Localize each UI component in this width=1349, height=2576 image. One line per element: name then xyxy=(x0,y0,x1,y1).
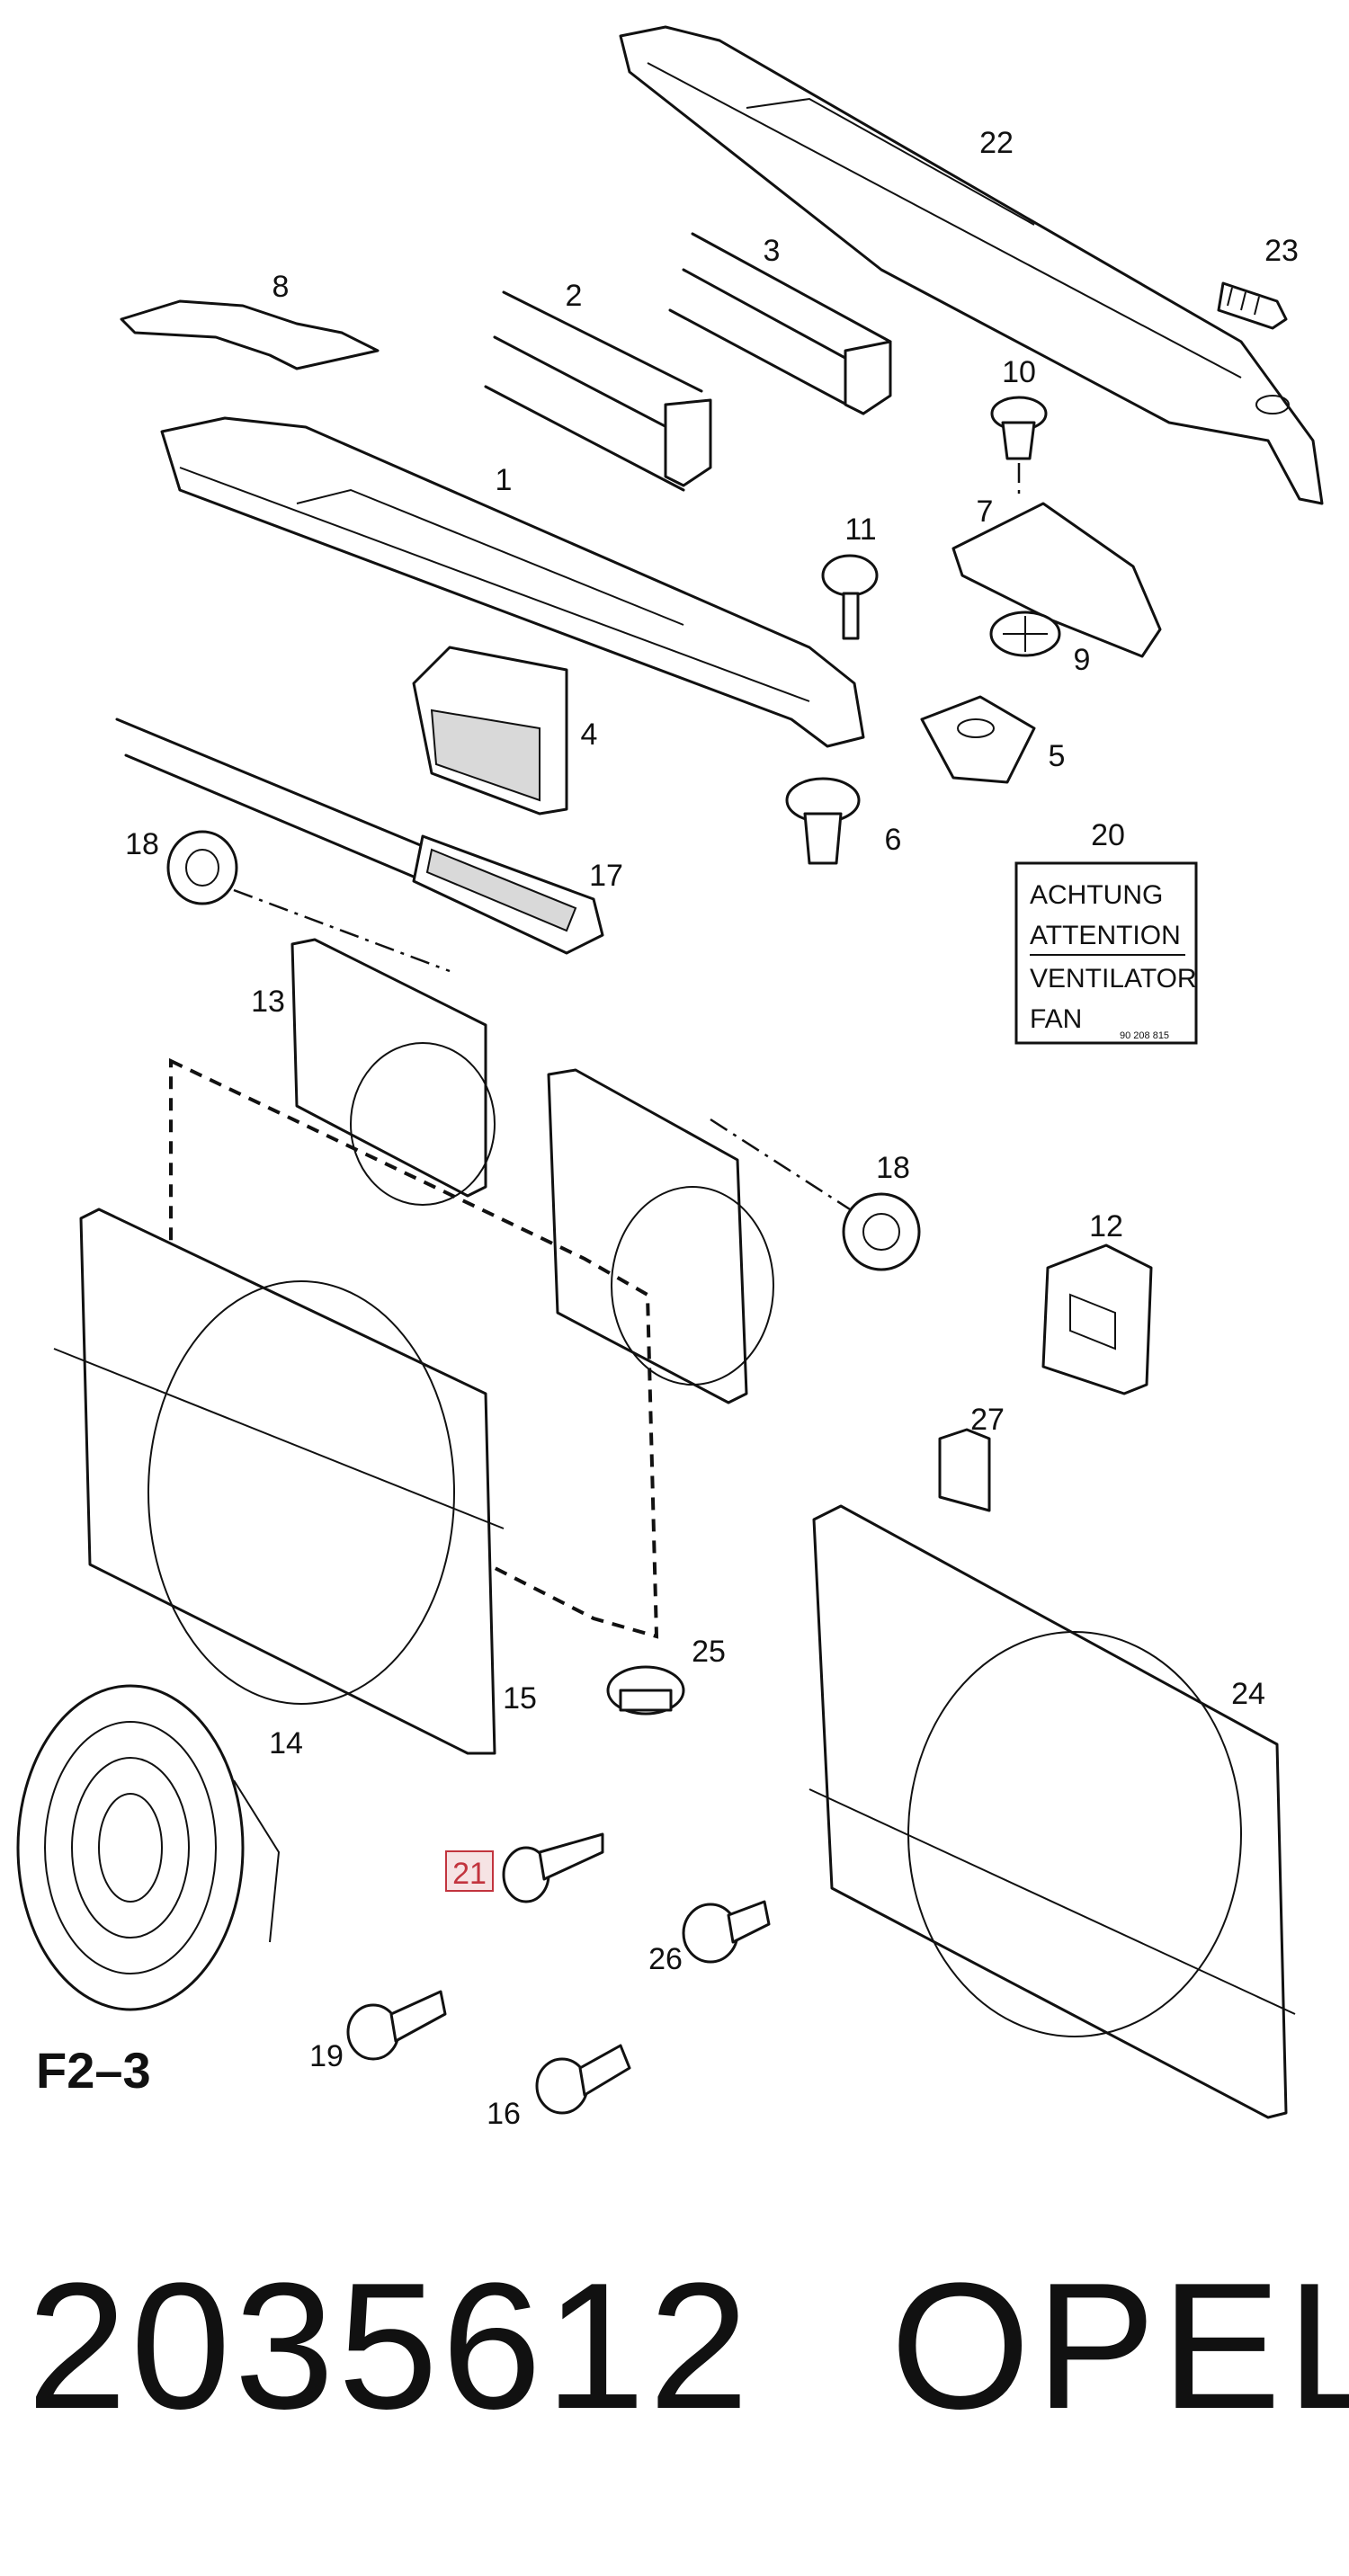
figure-code: F2–3 xyxy=(36,2042,151,2099)
callout-22: 22 xyxy=(979,126,1014,160)
callout-9: 9 xyxy=(1074,643,1091,677)
part-27-bracket xyxy=(938,1428,991,1512)
brand-name: OPEL xyxy=(890,2246,1349,2447)
part-24-fan-shroud xyxy=(809,1504,1296,2119)
callout-18: 18 xyxy=(125,827,159,861)
callout-11: 11 xyxy=(844,513,876,547)
part-19-bolt xyxy=(346,1990,447,2061)
part-number: 2035612 xyxy=(27,2246,753,2447)
part-8-cover xyxy=(120,299,380,370)
callout-20: 20 xyxy=(1091,818,1125,852)
callout-13: 13 xyxy=(251,985,285,1019)
part-7-bracket xyxy=(951,502,1162,658)
callout-8: 8 xyxy=(272,270,290,304)
part-3-seal-strip xyxy=(668,232,892,415)
part-14-fan xyxy=(16,1684,281,2011)
callout-5: 5 xyxy=(1049,739,1066,773)
part-6-clip xyxy=(785,777,861,865)
part-1-front-crossmember xyxy=(160,416,865,748)
callout-layer: 1234567891011121314151617181819202223242… xyxy=(125,126,1299,2131)
callout-14: 14 xyxy=(269,1726,303,1760)
callout-1: 1 xyxy=(496,463,513,497)
part-25-grommet xyxy=(606,1665,685,1716)
part-10-clip xyxy=(990,396,1048,495)
warning-line-4: FAN xyxy=(1030,1004,1082,1034)
part-22-upper-panel xyxy=(619,25,1324,505)
callout-16: 16 xyxy=(487,2097,521,2131)
callout-2: 2 xyxy=(566,279,583,313)
part-15-fan-shroud xyxy=(53,1208,505,1755)
callout-4: 4 xyxy=(581,718,598,752)
callout-17: 17 xyxy=(589,859,623,893)
part-18-grommet-left xyxy=(166,830,451,973)
callout-27: 27 xyxy=(970,1403,1005,1437)
callout-24: 24 xyxy=(1231,1677,1265,1711)
callout-3: 3 xyxy=(764,234,781,268)
callout-18: 18 xyxy=(876,1151,910,1185)
part-4-block xyxy=(412,646,568,816)
part-2-seal-strip xyxy=(484,290,712,492)
callout-10: 10 xyxy=(1002,355,1036,389)
callout-23: 23 xyxy=(1264,234,1299,268)
callout-12: 12 xyxy=(1089,1209,1123,1243)
part-11-screw xyxy=(821,554,879,640)
callout-15: 15 xyxy=(503,1681,537,1716)
highlighted-callout-group[interactable]: 21 xyxy=(445,1850,494,1892)
part-16-bolt xyxy=(535,2044,631,2115)
part-5-bracket xyxy=(920,695,1036,784)
part-21-screw xyxy=(502,1832,604,1903)
part-9-grommet xyxy=(989,611,1061,657)
part-17-air-guide xyxy=(115,718,604,955)
callout-26: 26 xyxy=(648,1942,683,1976)
callout-21-highlighted[interactable]: 21 xyxy=(452,1857,487,1891)
part-20-warning-label: ACHTUNG ATTENTION VENTILATOR FAN 90 208 … xyxy=(1014,861,1198,1045)
callout-25: 25 xyxy=(692,1635,726,1669)
callout-6: 6 xyxy=(885,823,902,857)
warning-label-code: 90 208 815 xyxy=(1120,1030,1169,1041)
warning-line-3: VENTILATOR xyxy=(1030,964,1197,994)
highlight-box[interactable] xyxy=(445,1850,494,1892)
warning-line-2: ATTENTION xyxy=(1030,921,1181,950)
part-12-cover xyxy=(1041,1243,1153,1395)
callout-7: 7 xyxy=(977,495,994,529)
part-13-fan-frames xyxy=(290,938,774,1404)
callout-19: 19 xyxy=(309,2039,344,2073)
warning-line-1: ACHTUNG xyxy=(1030,880,1163,910)
part-26-bolt xyxy=(682,1900,771,1964)
part-18-grommet-right xyxy=(710,1118,921,1271)
exploded-view-drawing: ACHTUNG ATTENTION VENTILATOR FAN 90 208 … xyxy=(16,25,1324,2131)
part-23-bolt xyxy=(1217,281,1288,330)
